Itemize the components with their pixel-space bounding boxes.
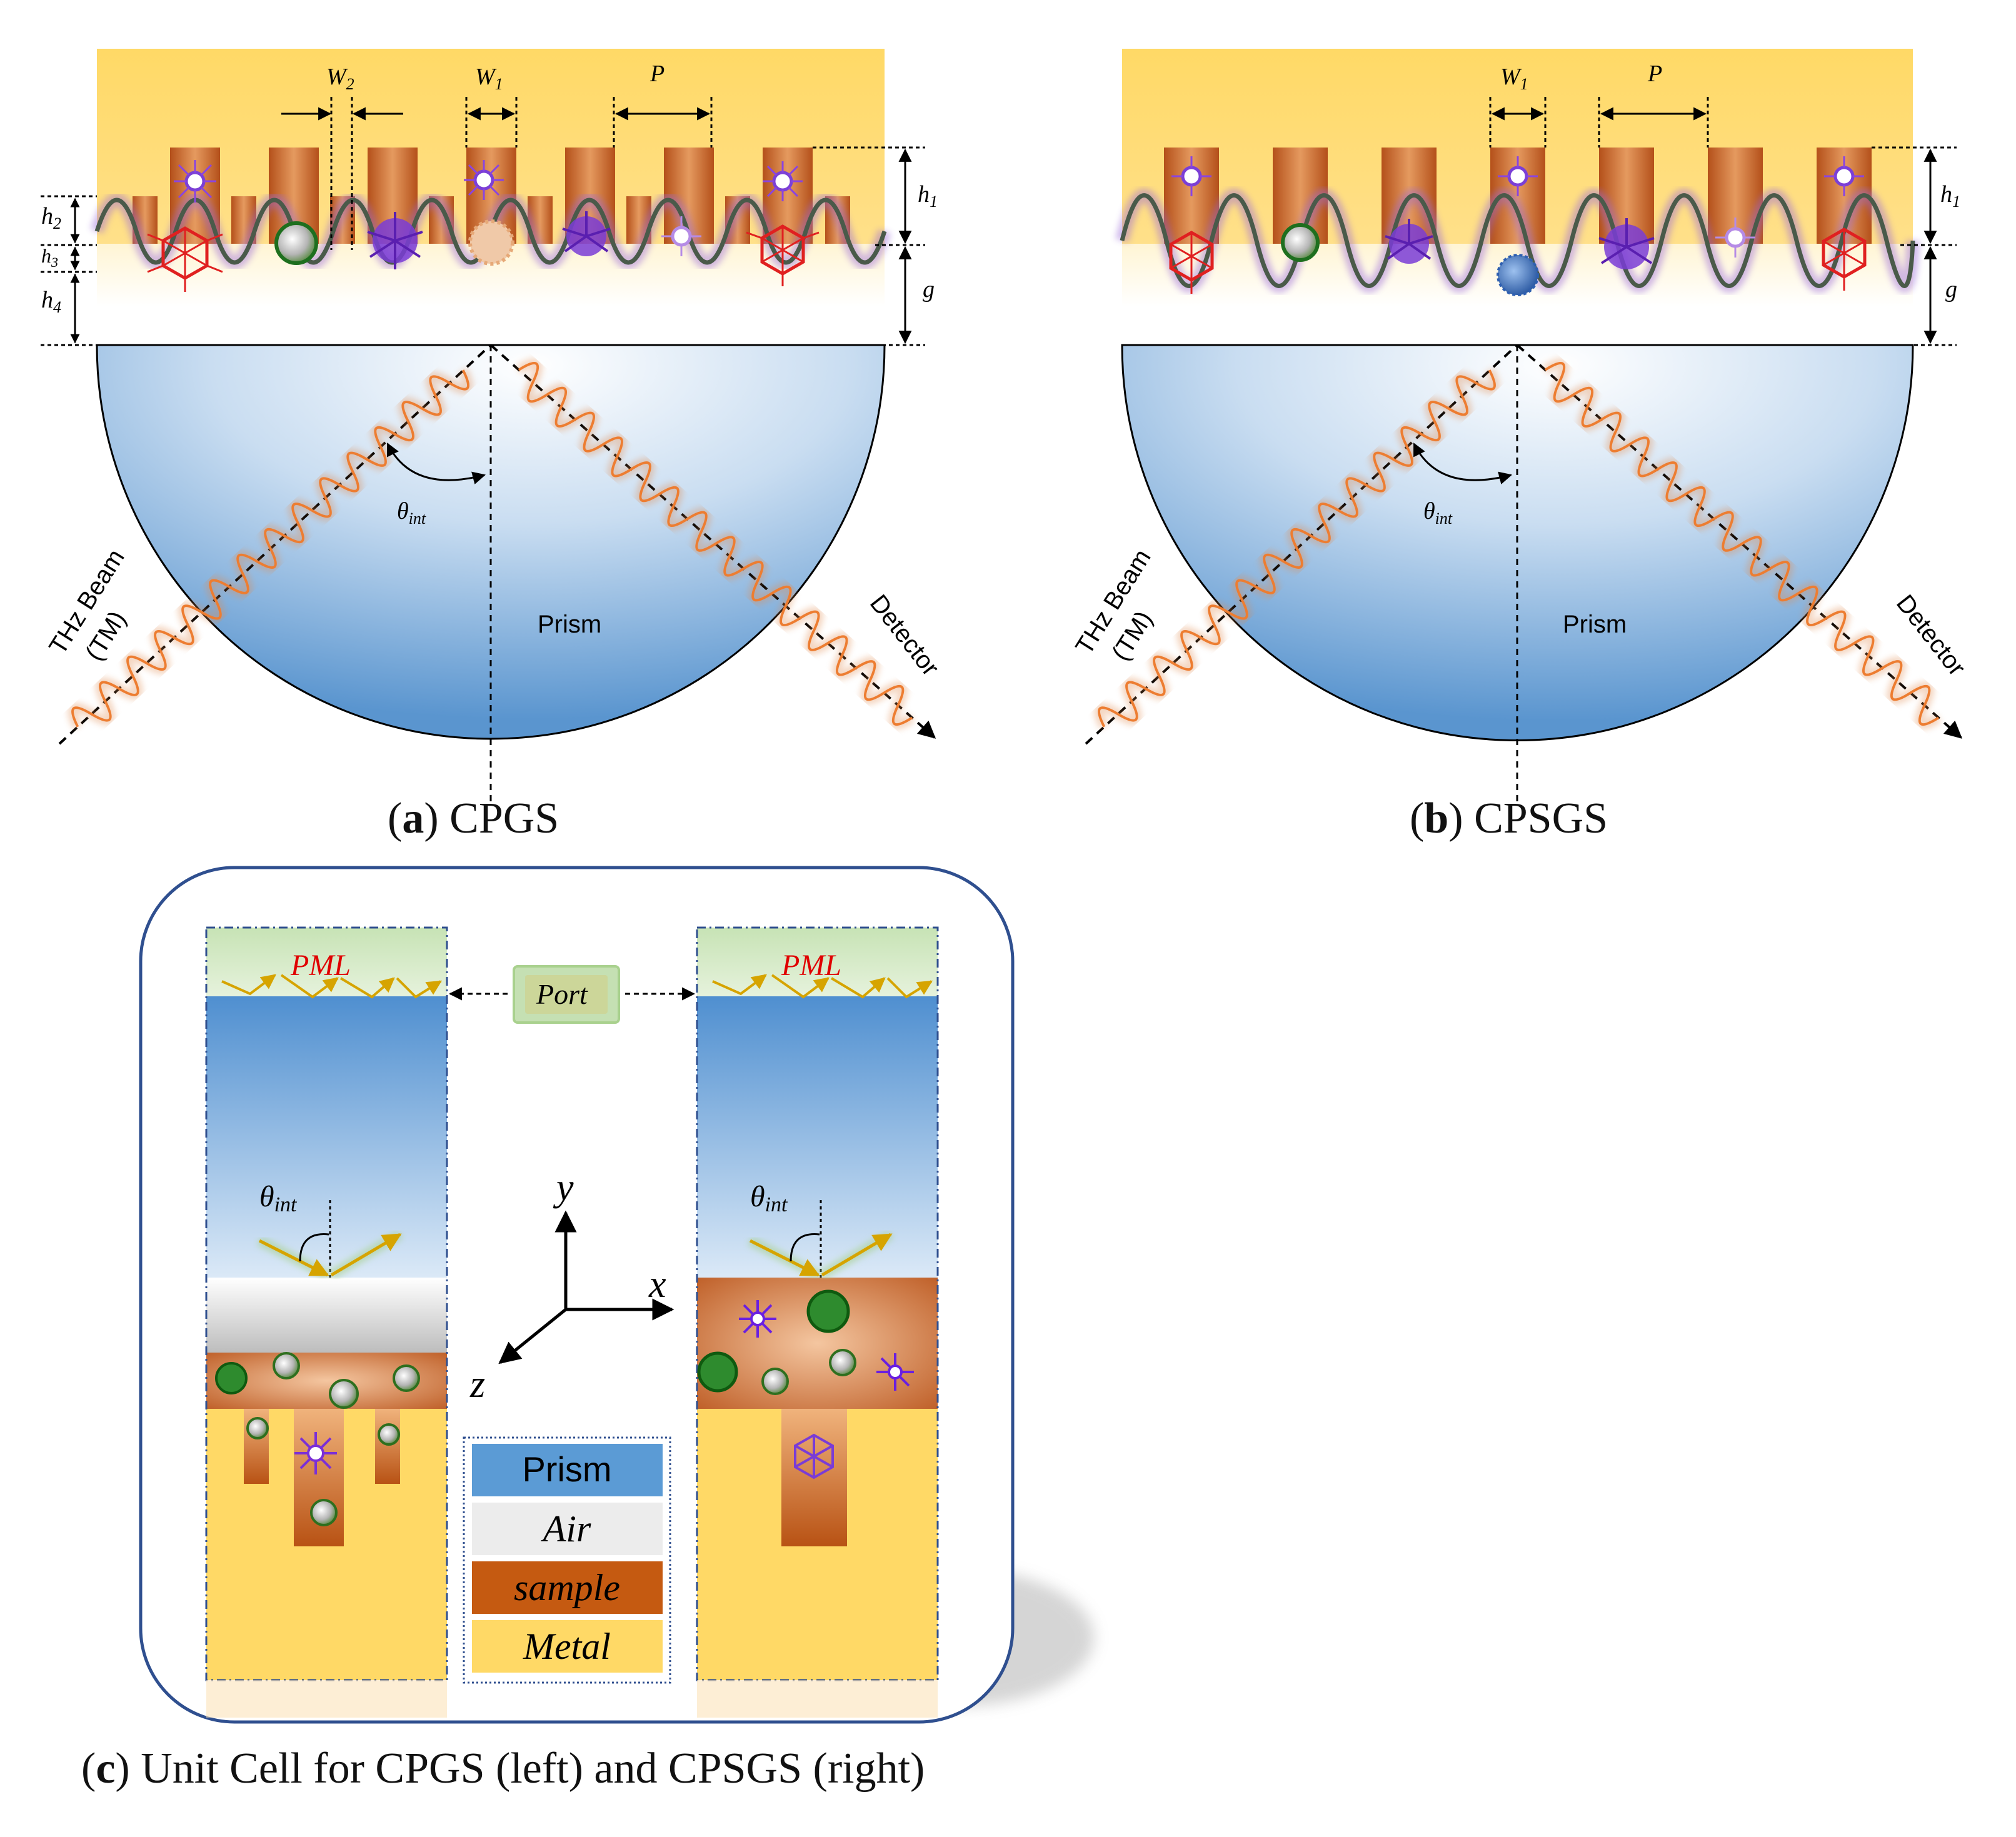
dendrimer-icon	[367, 212, 423, 269]
prism-b	[1121, 344, 1914, 741]
theta-label: θint	[750, 1180, 788, 1216]
label-w1: W1	[475, 64, 503, 93]
port-label: Port	[536, 978, 588, 1010]
virus-icon	[1715, 218, 1755, 258]
pml-label: PML	[781, 949, 841, 982]
label-g: g	[923, 276, 935, 303]
panel-a: W2 W1 P h1 g h2 h3 h4 Prism	[41, 49, 945, 806]
prism-layer	[697, 996, 938, 1278]
incident-arrow	[257, 1230, 403, 1280]
theta-label: θint	[259, 1180, 298, 1216]
prism-label: Prism	[538, 611, 601, 638]
axis-z-label: z	[469, 1363, 485, 1406]
label-h3: h3	[41, 244, 58, 270]
icosahedral-virus-icon	[1169, 231, 1214, 294]
material-legend: Prism Air sample Metal	[463, 1436, 671, 1684]
coordinate-axes	[498, 1210, 675, 1364]
axis-y-label: y	[553, 1166, 574, 1209]
cell-cpsgs	[697, 928, 938, 1680]
virus-icon	[1171, 156, 1211, 196]
surface-wave-b	[1120, 193, 1915, 288]
label-w2: W2	[326, 64, 354, 93]
legend-swatch-air	[472, 1503, 663, 1555]
caption-a: (a) CPGS	[388, 794, 559, 843]
dendrimer-icon	[1598, 218, 1655, 269]
prism-label: Prism	[1563, 611, 1627, 638]
particles-c-left	[215, 1352, 420, 1526]
label-p: P	[649, 61, 664, 87]
pml-arrows	[221, 974, 443, 999]
icosahedral-virus-icon	[746, 224, 820, 286]
theta-label: θint	[397, 498, 426, 528]
label-h4: h4	[41, 287, 61, 316]
particles-c-right	[697, 1289, 914, 1479]
legend-swatch-metal	[472, 1620, 663, 1673]
caption-b: (b) CPSGS	[1410, 794, 1608, 843]
pml-label: PML	[290, 949, 351, 982]
legend-label-sample: sample	[514, 1567, 620, 1608]
legend-label-air: Air	[541, 1508, 591, 1549]
label-p: P	[1647, 61, 1662, 87]
thz-wave-a	[58, 344, 936, 745]
blue-virus-icon	[1497, 254, 1539, 296]
panel-b: W1 P h1 g Prism θint THz Beam (TM) Detec…	[1070, 49, 1971, 806]
icosahedral-virus-icon	[147, 226, 223, 292]
port-box	[513, 965, 620, 1024]
particles-a	[147, 160, 820, 292]
dendrimer-icon	[562, 211, 611, 256]
theta-arc-a	[386, 443, 486, 484]
virus-icon	[763, 161, 803, 201]
theta-arc-b	[1413, 443, 1513, 484]
cell-cpgs	[206, 928, 447, 1680]
incident-arrow	[748, 1230, 894, 1280]
theta-label: θint	[1423, 498, 1453, 528]
label-g: g	[1945, 276, 1957, 303]
coronavirus-icon	[468, 219, 514, 266]
particles-b	[1169, 156, 1867, 296]
label-h1: h1	[918, 181, 938, 211]
label-h2: h2	[41, 203, 61, 233]
pml-arrows	[712, 974, 933, 999]
legend-swatch-prism	[472, 1444, 663, 1496]
virus-icon	[661, 216, 701, 256]
legend-label-metal: Metal	[523, 1626, 611, 1667]
thz-wave-b	[1085, 344, 1963, 745]
panel-c: PML θint	[139, 866, 1094, 1724]
label-w1: W1	[1500, 64, 1528, 93]
icosahedral-virus-icon	[1822, 228, 1867, 291]
legend-swatch-sample	[472, 1561, 663, 1614]
label-h1: h1	[1940, 181, 1960, 211]
caption-c: (c) Unit Cell for CPGS (left) and CPSGS …	[81, 1744, 925, 1793]
green-virus-icon	[274, 221, 318, 265]
dendrimer-icon	[1385, 219, 1433, 264]
virus-icon	[1824, 156, 1864, 196]
virus-icon	[1498, 156, 1538, 196]
virus-icon	[174, 160, 216, 203]
air-layer	[206, 1278, 447, 1353]
axis-x-label: x	[648, 1263, 666, 1306]
virus-icon	[464, 160, 504, 200]
green-virus-icon	[1281, 223, 1320, 262]
legend-label-prism: Prism	[522, 1449, 611, 1489]
prism-layer	[206, 996, 447, 1278]
